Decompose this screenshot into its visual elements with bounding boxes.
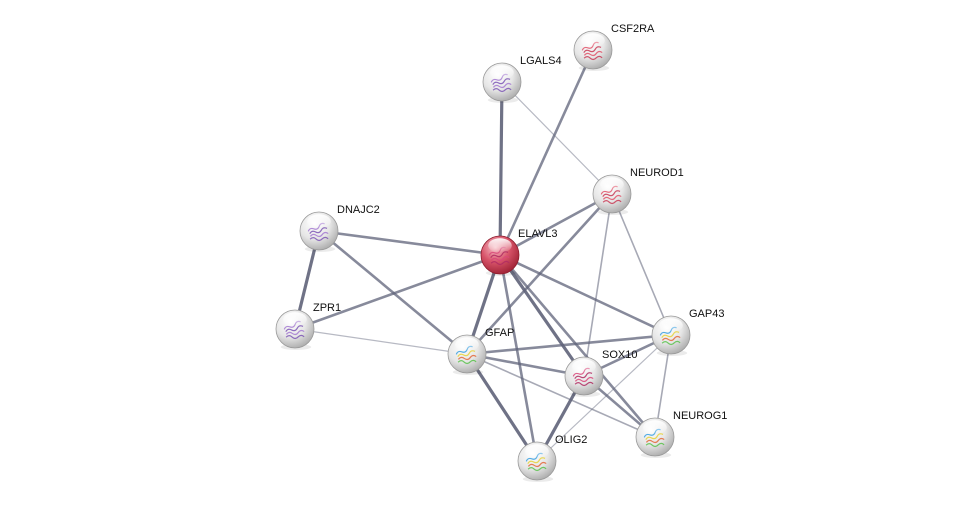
- node-label: NEUROD1: [630, 167, 684, 179]
- node-highlight: [490, 65, 514, 80]
- edge-neurod1-gap43[interactable]: [611, 193, 672, 336]
- node-label: DNAJC2: [337, 204, 380, 216]
- node-highlight: [455, 337, 479, 352]
- edge-gfap-sox10[interactable]: [465, 352, 586, 378]
- node-label: SOX10: [602, 349, 637, 361]
- node-highlight: [572, 359, 596, 374]
- node-dnajc2[interactable]: DNAJC2: [299, 204, 380, 252]
- node-highlight: [525, 444, 549, 459]
- node-highlight: [581, 33, 605, 48]
- edge-gfap-gap43[interactable]: [465, 333, 673, 356]
- node-neurod1[interactable]: NEUROD1: [592, 167, 684, 215]
- node-highlight: [600, 177, 624, 192]
- edge-elavl3-neurog1[interactable]: [498, 253, 657, 439]
- edge-elavl3-csf2ra[interactable]: [498, 48, 595, 257]
- edge-lgals4-neurod1[interactable]: [501, 81, 613, 195]
- node-label: CSF2RA: [611, 23, 655, 35]
- node-label: GFAP: [485, 327, 514, 339]
- edge-elavl3-dnajc2[interactable]: [317, 229, 502, 257]
- node-label: OLIG2: [555, 434, 587, 446]
- edge-neurod1-gfap[interactable]: [465, 192, 614, 356]
- edge-gfap-olig2[interactable]: [465, 352, 539, 463]
- node-label: ELAVL3: [518, 228, 558, 240]
- node-zpr1[interactable]: ZPR1: [275, 302, 341, 350]
- node-highlight: [307, 214, 331, 229]
- edge-elavl3-neurod1[interactable]: [498, 192, 614, 257]
- node-lgals4[interactable]: LGALS4: [482, 55, 562, 103]
- node-label: NEUROG1: [673, 410, 727, 422]
- node-olig2[interactable]: OLIG2: [517, 434, 587, 482]
- edge-gap43-olig2[interactable]: [536, 334, 672, 462]
- edge-elavl3-zpr1[interactable]: [293, 253, 502, 331]
- node-gap43[interactable]: GAP43: [651, 308, 724, 356]
- edge-elavl3-olig2[interactable]: [498, 253, 539, 463]
- node-elavl3[interactable]: ELAVL3: [480, 228, 558, 276]
- edge-gfap-neurog1[interactable]: [466, 353, 656, 438]
- node-label: GAP43: [689, 308, 724, 320]
- node-csf2ra[interactable]: CSF2RA: [573, 23, 655, 71]
- node-label: ZPR1: [313, 302, 341, 314]
- node-label: LGALS4: [520, 55, 562, 67]
- edge-zpr1-gfap[interactable]: [294, 328, 468, 355]
- edge-elavl3-lgals4[interactable]: [498, 80, 504, 257]
- edge-neurod1-sox10[interactable]: [583, 193, 613, 377]
- node-sox10[interactable]: SOX10: [564, 349, 637, 397]
- node-highlight: [283, 312, 307, 327]
- node-highlight: [659, 318, 683, 333]
- protein-structure-icon: [659, 326, 681, 346]
- node-highlight: [643, 420, 667, 435]
- edge-dnajc2-gfap[interactable]: [317, 229, 469, 356]
- node-highlight: [488, 238, 512, 253]
- node-neurog1[interactable]: NEUROG1: [635, 410, 727, 458]
- edge-elavl3-gap43[interactable]: [498, 253, 673, 337]
- edge-elavl3-sox10[interactable]: [498, 253, 586, 378]
- node-gfap[interactable]: GFAP: [447, 327, 514, 375]
